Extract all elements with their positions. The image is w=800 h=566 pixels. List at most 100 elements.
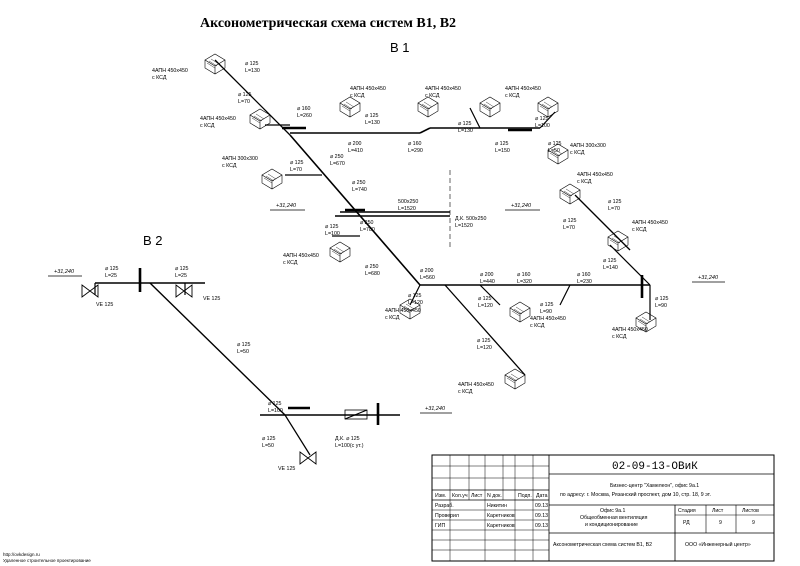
svg-text:⌀ 160: ⌀ 160 bbox=[297, 106, 311, 112]
svg-text:9: 9 bbox=[752, 520, 755, 526]
grille-icon bbox=[249, 108, 271, 130]
svg-text:4АПН 450х450: 4АПН 450х450 bbox=[200, 116, 236, 122]
svg-text:Проверил: Проверил bbox=[435, 513, 459, 519]
svg-text:L=1520: L=1520 bbox=[398, 206, 416, 212]
section-line-1: Офис 9а.1 bbox=[600, 508, 625, 514]
grille-icon bbox=[479, 96, 501, 118]
svg-text:Разраб.: Разраб. bbox=[435, 503, 454, 509]
grille-icon bbox=[559, 183, 581, 205]
svg-text:VE 125: VE 125 bbox=[278, 466, 295, 472]
system-b1-label: В 1 bbox=[390, 40, 410, 55]
grille-icon bbox=[204, 53, 226, 75]
grille-icon bbox=[339, 96, 361, 118]
svg-text:4АПН 450х450: 4АПН 450х450 bbox=[283, 253, 319, 259]
grille-icon bbox=[509, 301, 531, 323]
grille-icon bbox=[329, 241, 351, 263]
svg-text:с КСД: с КСД bbox=[458, 389, 473, 395]
svg-text:L=100: L=100 bbox=[268, 408, 283, 414]
svg-text:09.13: 09.13 bbox=[535, 523, 548, 529]
svg-text:Листов: Листов bbox=[742, 508, 759, 514]
object-line-1: Бизнес-центр "Хамелеон", офис 9а.1 bbox=[610, 483, 699, 489]
duct-network-b1 bbox=[214, 59, 651, 376]
svg-text:Подп.: Подп. bbox=[518, 493, 532, 499]
svg-text:09.13: 09.13 bbox=[535, 513, 548, 519]
svg-text:+31,240: +31,240 bbox=[54, 269, 75, 275]
svg-text:L=290: L=290 bbox=[408, 148, 423, 154]
svg-text:⌀ 125: ⌀ 125 bbox=[495, 141, 509, 147]
svg-text:L=440: L=440 bbox=[480, 279, 495, 285]
svg-text:⌀ 125: ⌀ 125 bbox=[268, 401, 282, 407]
svg-text:⌀ 125: ⌀ 125 bbox=[245, 61, 259, 67]
svg-text:Стадия: Стадия bbox=[678, 508, 696, 514]
svg-text:+31,240: +31,240 bbox=[276, 203, 297, 209]
svg-text:L=50: L=50 bbox=[548, 148, 560, 154]
svg-text:L=25: L=25 bbox=[175, 273, 187, 279]
svg-text:⌀ 125: ⌀ 125 bbox=[238, 92, 252, 98]
svg-text:L=120: L=120 bbox=[478, 303, 493, 309]
svg-text:с КСД: с КСД bbox=[200, 123, 215, 129]
svg-text:с КСД: с КСД bbox=[283, 260, 298, 266]
svg-text:Каретников: Каретников bbox=[487, 523, 515, 529]
valves: VE 125 VE 125 VE 125 bbox=[81, 284, 368, 472]
drawing-title: Аксонометрическая схема систем В1, В2 bbox=[200, 16, 456, 31]
svg-text:⌀ 125: ⌀ 125 bbox=[540, 302, 554, 308]
svg-text:L=130: L=130 bbox=[458, 128, 473, 134]
grille-icon bbox=[547, 143, 569, 165]
svg-text:4АПН 450х450: 4АПН 450х450 bbox=[152, 68, 188, 74]
svg-text:⌀ 160: ⌀ 160 bbox=[577, 272, 591, 278]
svg-text:⌀ 200: ⌀ 200 bbox=[420, 268, 434, 274]
svg-text:L=70: L=70 bbox=[238, 99, 250, 105]
svg-text:⌀ 125: ⌀ 125 bbox=[365, 113, 379, 119]
svg-text:L=120: L=120 bbox=[408, 300, 423, 306]
svg-text:с КСД: с КСД bbox=[425, 93, 440, 99]
svg-text:Лист: Лист bbox=[471, 493, 483, 499]
svg-text:с КСД: с КСД bbox=[350, 93, 365, 99]
svg-text:L=150: L=150 bbox=[495, 148, 510, 154]
footer-caption: Удаленное строительное проектирование bbox=[3, 558, 91, 563]
svg-text:⌀ 200: ⌀ 200 bbox=[480, 272, 494, 278]
svg-text:L=260: L=260 bbox=[297, 113, 312, 119]
svg-text:Каретников: Каретников bbox=[487, 513, 515, 519]
valve-ve125: VE 125 bbox=[81, 284, 113, 308]
svg-text:L=70: L=70 bbox=[563, 225, 575, 231]
svg-text:Никитин: Никитин bbox=[487, 503, 507, 509]
svg-text:с КСД: с КСД bbox=[222, 163, 237, 169]
company-name: ООО «Инженерный центр» bbox=[685, 541, 751, 548]
svg-text:⌀ 125: ⌀ 125 bbox=[325, 224, 339, 230]
svg-text:4АПН 450х450: 4АПН 450х450 bbox=[505, 86, 541, 92]
svg-text:⌀ 125: ⌀ 125 bbox=[478, 296, 492, 302]
level-mark: +31,240 bbox=[505, 203, 540, 211]
level-markers: +31,240 +31,240 +31,240 +31,240 +31,240 bbox=[48, 203, 725, 414]
svg-text:4АПН 300х300: 4АПН 300х300 bbox=[570, 143, 606, 149]
svg-text:9: 9 bbox=[719, 520, 722, 526]
grille-icon bbox=[261, 168, 283, 190]
